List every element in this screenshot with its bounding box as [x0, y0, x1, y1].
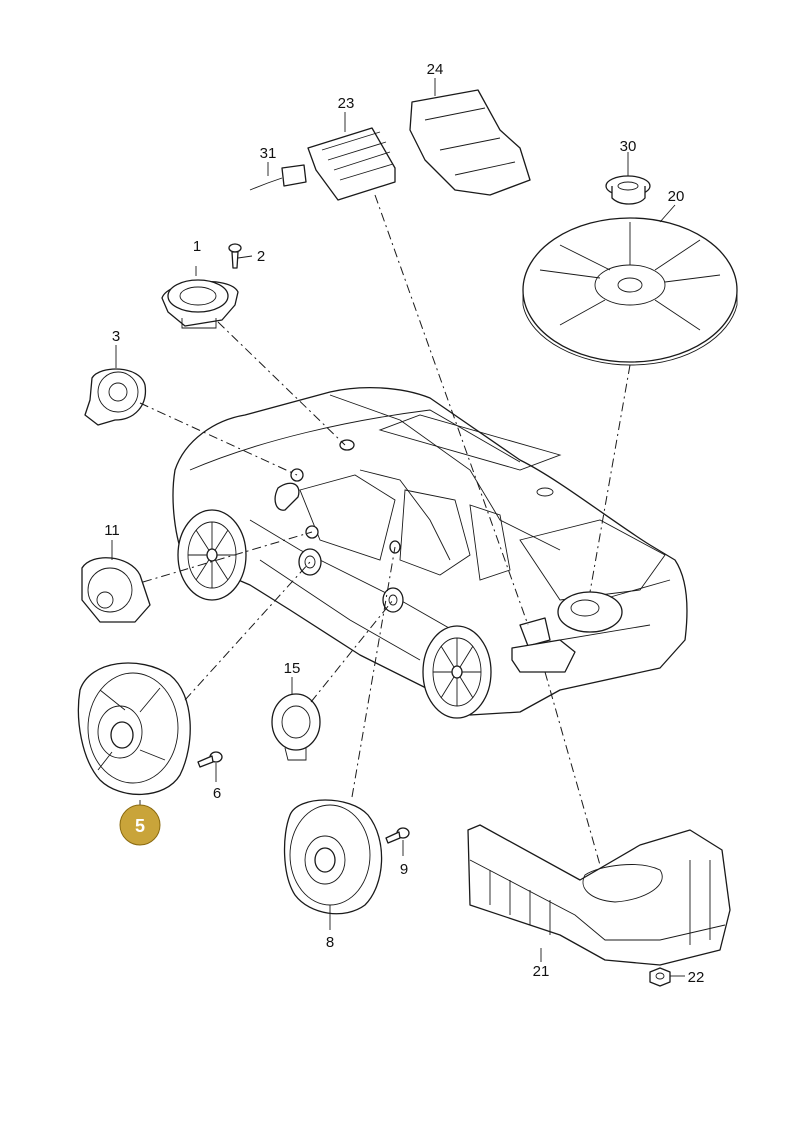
callout-1: 1	[193, 238, 201, 255]
callout-30: 30	[620, 138, 637, 155]
part-6-screw	[197, 751, 223, 768]
leader-lines	[111, 78, 685, 977]
callout-21: 21	[533, 963, 550, 980]
callout-2: 2	[257, 248, 265, 265]
part-8-speaker	[283, 799, 383, 915]
part-3-tweeter	[84, 368, 147, 426]
callout-5: 5	[135, 816, 145, 836]
part-21-tray	[467, 824, 731, 966]
callout-9: 9	[400, 861, 408, 878]
part-31-connector	[249, 164, 307, 191]
highlighted-callout-5[interactable]: 5	[119, 804, 161, 846]
callouts: 1 2 3 11 15 6 9 8 31 23 24 30 20 21 22	[104, 61, 704, 986]
callout-15: 15	[284, 660, 301, 677]
callout-8: 8	[326, 934, 334, 951]
callout-23: 23	[338, 95, 355, 112]
part-5-door-speaker	[77, 662, 191, 796]
callout-3: 3	[112, 328, 120, 345]
part-9-screw	[385, 827, 410, 844]
part-1-speaker	[161, 279, 239, 329]
part-22-nut	[649, 967, 671, 987]
vehicle-body	[172, 387, 688, 719]
callout-24: 24	[427, 61, 444, 78]
callout-11: 11	[104, 522, 120, 539]
part-15-tweeter	[271, 693, 321, 761]
callout-6: 6	[213, 785, 221, 802]
callout-31: 31	[260, 145, 277, 162]
callout-22: 22	[688, 969, 705, 986]
part-20-subwoofer	[522, 217, 738, 366]
part-30-knob	[605, 175, 651, 205]
part-2-screw	[228, 243, 242, 269]
callout-20: 20	[668, 188, 685, 205]
part-24-module	[409, 89, 531, 196]
part-23-amplifier	[307, 127, 396, 201]
part-11-speaker	[81, 557, 151, 623]
